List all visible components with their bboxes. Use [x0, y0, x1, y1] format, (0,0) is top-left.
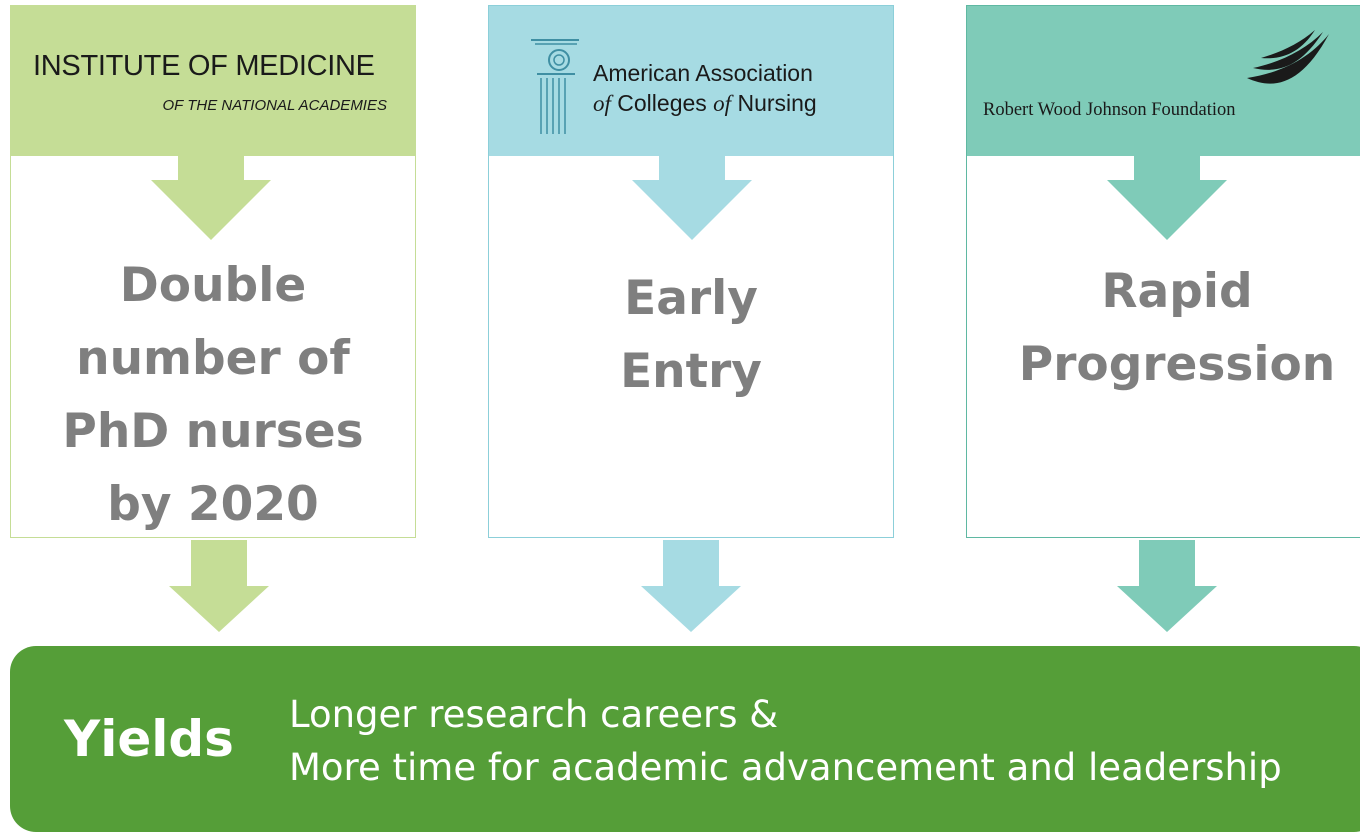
down-arrow-icon [641, 540, 741, 632]
card-line: Rapid [1101, 264, 1253, 319]
aacn-logo-word: Nursing [737, 90, 817, 116]
card-rwjf: Robert Wood Johnson Foundation Rapid Pro… [966, 5, 1360, 538]
card-body-early-entry: Early Entry [489, 262, 893, 408]
down-arrow-icon [1117, 540, 1217, 632]
aacn-logo-of: of [593, 91, 611, 116]
card-line: number of [76, 331, 350, 386]
card-line: Double [119, 258, 307, 313]
card-institute-of-medicine: INSTITUTE OF MEDICINE OF THE NATIONAL AC… [10, 5, 416, 538]
down-arrow-icon [1107, 156, 1227, 240]
card-body-double-phd: Double number of PhD nurses by 2020 [11, 249, 415, 541]
card-line: Progression [1018, 337, 1336, 392]
aacn-logo-of: of [713, 91, 732, 116]
down-arrow-icon [632, 156, 752, 240]
rwjf-logo-header: Robert Wood Johnson Foundation [967, 6, 1360, 156]
yields-line-2: More time for academic advancement and l… [289, 746, 1282, 789]
card-line: PhD nurses [62, 404, 364, 459]
aacn-logo-word: Colleges [617, 90, 707, 116]
yields-line-1: Longer research careers & [289, 693, 779, 736]
column-capital-icon [531, 39, 579, 134]
card-line: Early [624, 271, 758, 326]
wing-swoosh-icon [1247, 30, 1329, 84]
rwjf-logo-name: Robert Wood Johnson Foundation [983, 100, 1236, 120]
card-aacn: American Association of Colleges of Nurs… [488, 5, 894, 538]
card-line: by 2020 [107, 477, 319, 532]
aacn-logo-line-2: of Colleges of Nursing [593, 90, 817, 117]
aacn-logo-line-1: American Association [593, 60, 813, 86]
card-body-rapid-progression: Rapid Progression [967, 255, 1360, 401]
aacn-logo-header: American Association of Colleges of Nurs… [489, 6, 893, 156]
down-arrow-icon [169, 540, 269, 632]
down-arrow-icon [151, 156, 271, 240]
yields-label: Yields [64, 710, 234, 768]
card-line: Entry [620, 344, 762, 399]
iom-logo-title: INSTITUTE OF MEDICINE [33, 50, 375, 82]
iom-logo-subtitle: OF THE NATIONAL ACADEMIES [162, 97, 388, 114]
iom-logo-header: INSTITUTE OF MEDICINE OF THE NATIONAL AC… [11, 6, 415, 156]
yields-box [10, 646, 1360, 832]
